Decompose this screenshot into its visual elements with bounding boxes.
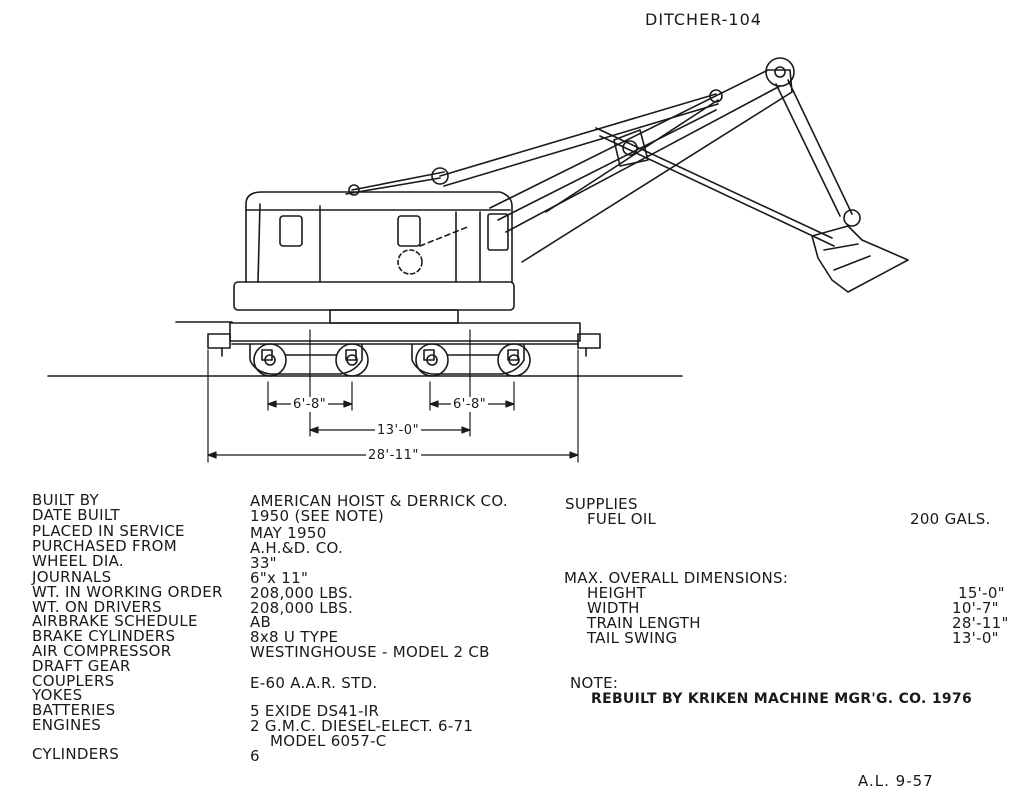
spec-label: WT. ON DRIVERS: [32, 598, 162, 616]
spec-label: WHEEL DIA.: [32, 552, 124, 570]
dipper-stick: [596, 128, 834, 246]
spec-value: 33": [250, 554, 277, 572]
spec-label: PURCHASED FROM: [32, 537, 178, 555]
dimension-label: HEIGHT: [587, 584, 647, 602]
spec-value: MODEL 6057-C: [270, 732, 387, 750]
drawing-title: DITCHER-104: [645, 10, 762, 29]
spec-label: WT. IN WORKING ORDER: [32, 583, 223, 601]
hoist-cables: [546, 80, 852, 216]
supply-value: 200 GALS.: [910, 510, 991, 528]
spec-label: AIR COMPRESSOR: [32, 642, 172, 660]
dipper-bucket: [812, 210, 908, 292]
spec-label: COUPLERS: [32, 672, 115, 690]
spec-value: 5 EXIDE DS41-IR: [250, 702, 380, 720]
dimension-value: 13'-0": [952, 629, 999, 647]
spec-label: CYLINDERS: [32, 745, 120, 763]
spec-value: WESTINGHOUSE - MODEL 2 CB: [250, 643, 490, 661]
dimension-value: 28'-11": [952, 614, 1009, 632]
boom: [490, 58, 794, 262]
supplies-heading: SUPPLIES: [565, 495, 638, 513]
spec-label: AIRBRAKE SCHEDULE: [32, 612, 198, 630]
dimension-label: TAIL SWING: [587, 629, 678, 647]
dim-overall-length: 28'-11": [366, 448, 421, 463]
spec-label: BRAKE CYLINDERS: [32, 627, 176, 645]
overall-dimensions-heading: MAX. OVERALL DIMENSIONS:: [564, 569, 789, 587]
spec-value: MAY 1950: [250, 524, 327, 542]
note-text: REBUILT BY KRIKEN MACHINE MGR'G. CO. 197…: [591, 691, 972, 707]
spec-value: AMERICAN HOIST & DERRICK CO.: [250, 492, 508, 510]
drawing-number: A.L. 9-57: [858, 772, 934, 790]
spec-value: 2 G.M.C. DIESEL-ELECT. 6-71: [250, 717, 474, 735]
spec-value: 8x8 U TYPE: [250, 628, 339, 646]
dim-right-truck: 6'-8": [451, 397, 489, 412]
gantry: [346, 94, 718, 195]
spec-value: 6: [250, 747, 260, 765]
spec-label: BATTERIES: [32, 701, 116, 719]
cab-house: [234, 192, 514, 310]
spec-label: PLACED IN SERVICE: [32, 522, 185, 540]
spec-label: DRAFT GEAR: [32, 657, 131, 675]
dimension-value: 15'-0": [958, 584, 1005, 602]
ditcher-elevation-drawing: [0, 0, 1024, 480]
spec-value: 1950 (SEE NOTE): [250, 507, 385, 525]
dim-truck-centers: 13'-0": [375, 423, 422, 438]
spec-value: 208,000 LBS.: [250, 584, 354, 602]
spec-label: DATE BUILT: [32, 506, 120, 524]
spec-value: AB: [250, 613, 272, 631]
spec-label: BUILT BY: [32, 491, 99, 509]
dimension-label: TRAIN LENGTH: [587, 614, 701, 632]
underframe: [208, 323, 600, 356]
truck-left: [250, 344, 368, 376]
truck-right: [412, 344, 530, 376]
turntable: [330, 310, 458, 323]
spec-label: YOKES: [32, 686, 83, 704]
spec-label: ENGINES: [32, 716, 102, 734]
spec-value: 6"x 11": [250, 569, 309, 587]
dimension-value: 10'-7": [952, 599, 999, 617]
note-heading: NOTE:: [570, 674, 619, 692]
spec-value: A.H.&D. CO.: [250, 539, 344, 557]
dim-left-truck: 6'-8": [291, 397, 329, 412]
spec-value: E-60 A.A.R. STD.: [250, 674, 378, 692]
spec-label: JOURNALS: [32, 568, 112, 586]
dimension-label: WIDTH: [587, 599, 640, 617]
supply-label: FUEL OIL: [587, 510, 657, 528]
spec-value: 208,000 LBS.: [250, 599, 354, 617]
